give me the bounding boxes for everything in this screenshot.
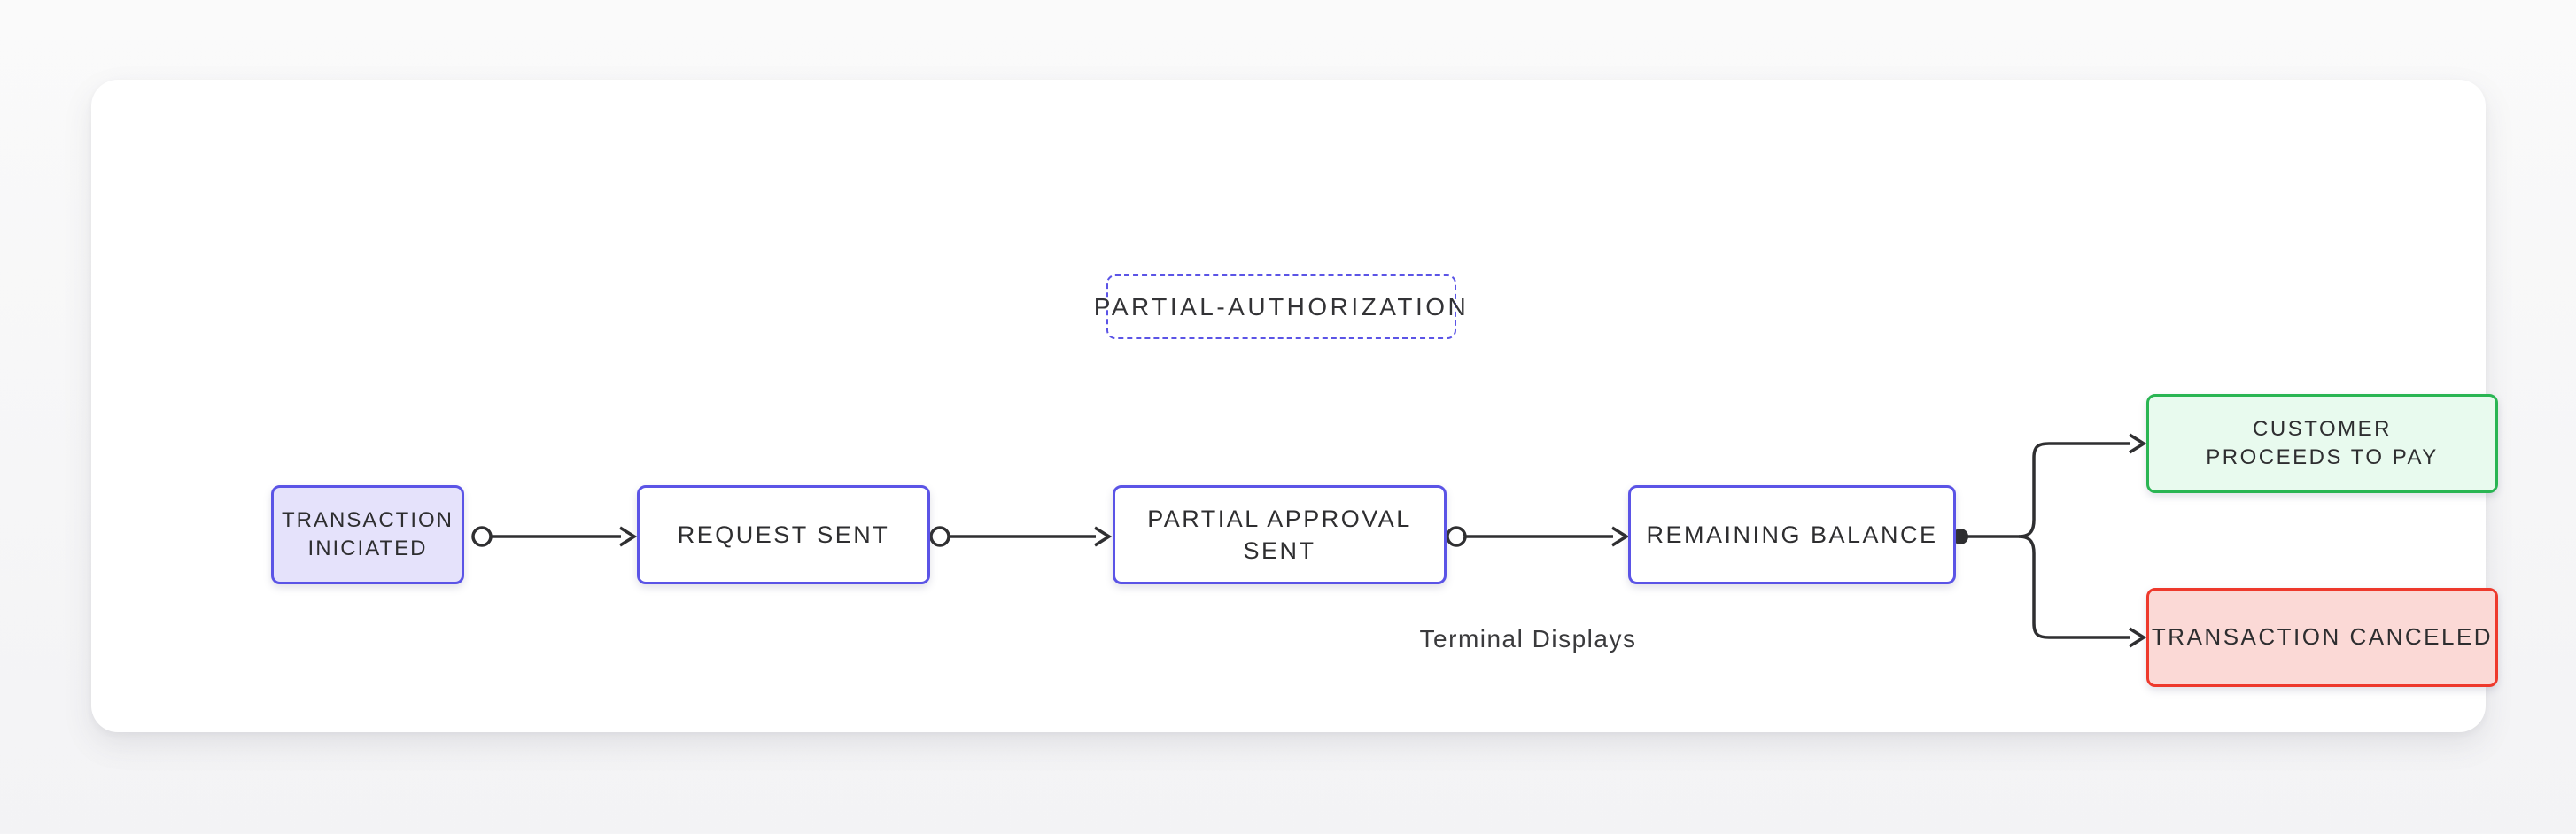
node-label: REQUEST SENT: [677, 521, 890, 548]
diagram-title: PARTIAL-AUTHORIZATION: [1093, 292, 1470, 320]
node-label: TRANSACTION CANCELED: [2151, 623, 2494, 651]
terminal-displays-caption: Terminal Displays: [1419, 625, 1637, 653]
connector-partial-to-remaining[interactable]: [1446, 526, 1630, 547]
node-partial-approval-sent[interactable]: PARTIAL APPROVAL SENT: [1113, 485, 1447, 584]
connector-source-circle-icon: [1446, 526, 1467, 547]
node-transaction-canceled[interactable]: TRANSACTION CANCELED: [2146, 588, 2498, 687]
connector-request-to-partial[interactable]: [929, 526, 1113, 547]
node-label: PARTIAL APPROVAL SENT: [1147, 505, 1412, 564]
connector-branch-down: [2018, 535, 2130, 639]
arrowhead-icon: [619, 526, 638, 547]
arrowhead-icon: [2129, 627, 2147, 648]
diagram-card: PARTIAL-AUTHORIZATION: [91, 80, 2498, 732]
connector-source-circle-icon: [929, 526, 950, 547]
node-customer-proceeds-to-pay[interactable]: CUSTOMER PROCEEDS TO PAY: [2146, 394, 2498, 493]
node-remaining-balance[interactable]: REMAINING BALANCE: [1628, 485, 1956, 584]
connector-transaction-to-request[interactable]: [471, 526, 638, 547]
node-transaction-initiated[interactable]: TRANSACTION INICIATED: [271, 485, 464, 584]
diagram-title-box[interactable]: PARTIAL-AUTHORIZATION: [1094, 274, 1466, 339]
arrowhead-icon: [1094, 526, 1113, 547]
arrowhead-icon: [1611, 526, 1630, 547]
node-label: TRANSACTION INICIATED: [281, 507, 454, 560]
arrowhead-icon: [2129, 433, 2147, 454]
node-request-sent[interactable]: REQUEST SENT: [637, 485, 930, 584]
node-label: REMAINING BALANCE: [1646, 521, 1938, 548]
connector-remaining-fork[interactable]: [1952, 433, 2147, 648]
connector-branch-up: [2018, 442, 2130, 538]
node-label: CUSTOMER PROCEEDS TO PAY: [2206, 416, 2439, 469]
connector-source-circle-icon: [471, 526, 493, 547]
